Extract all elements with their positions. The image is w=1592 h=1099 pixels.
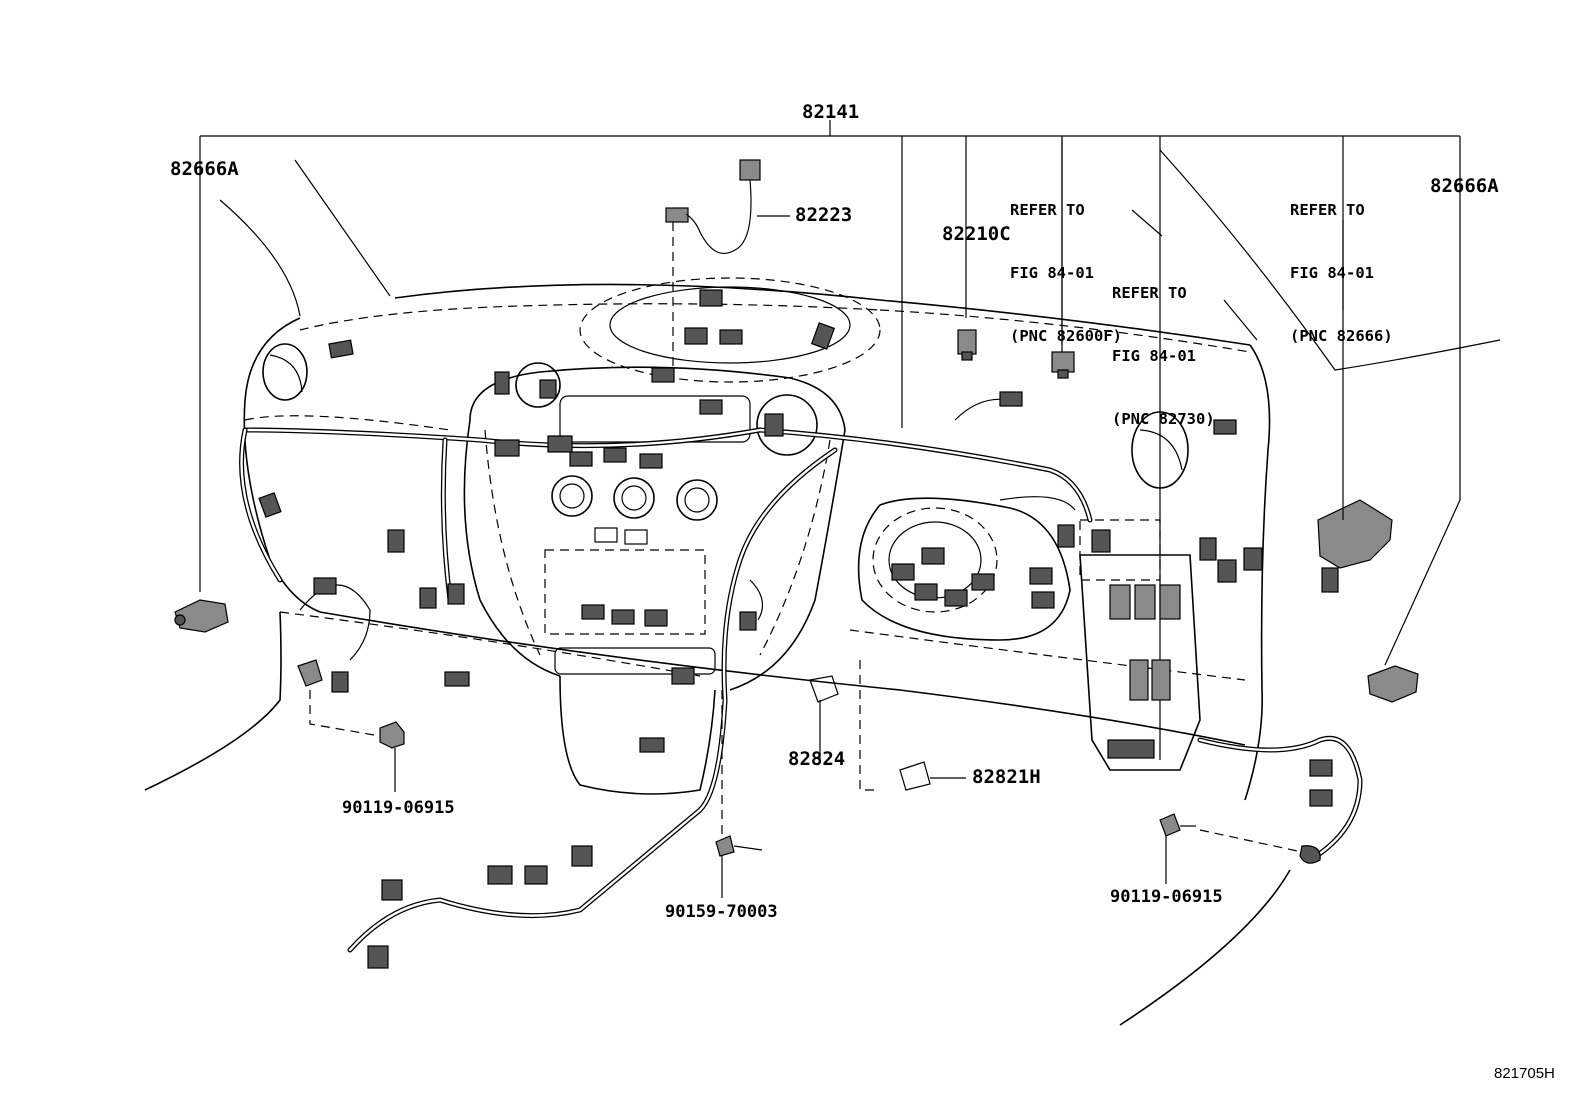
label-82141: 82141 — [802, 101, 860, 123]
part-82210C-socket — [957, 329, 977, 361]
screw-90159 — [715, 690, 763, 898]
junction-block — [1079, 554, 1201, 771]
ref-note-82730-line1: REFER TO — [1112, 284, 1187, 302]
ref-note-82666-line2: FIG 84-01 — [1290, 264, 1374, 282]
label-82223: 82223 — [795, 204, 853, 226]
part-82223-harness — [665, 159, 790, 370]
ref-note-82730-line3: (PNC 82730) — [1112, 410, 1215, 428]
ref-note-82600F: REFER TO FIG 84-01 (PNC 82600F) — [1010, 158, 1122, 368]
part-82666-relay — [1317, 490, 1393, 593]
ref-note-82666-line3: (PNC 82666) — [1290, 327, 1393, 345]
label-90119-06915-right: 90119-06915 — [1110, 887, 1223, 907]
part-82600F-connector — [1051, 351, 1075, 379]
ref-note-82666: REFER TO FIG 84-01 (PNC 82666) — [1290, 158, 1393, 368]
figure-id: 821705H — [1494, 1065, 1555, 1082]
bolt-90119-left — [297, 659, 405, 792]
label-90159-70003: 90159-70003 — [665, 902, 778, 922]
ref-note-82666-line1: REFER TO — [1290, 201, 1365, 219]
main-harness — [239, 398, 1363, 953]
ref-note-82600F-line3: (PNC 82600F) — [1010, 327, 1122, 345]
ref-note-82730: REFER TO FIG 84-01 (PNC 82730) — [1112, 241, 1215, 451]
right-vent — [1131, 411, 1189, 489]
bolt-90119-right — [1159, 813, 1321, 884]
center-console — [463, 362, 846, 795]
label-82666A-right: 82666A — [1430, 175, 1499, 197]
label-82666A-left: 82666A — [170, 158, 239, 180]
dashboard-outline — [144, 149, 1501, 1026]
label-82821H: 82821H — [972, 766, 1041, 788]
ref-note-82600F-line1: REFER TO — [1010, 201, 1085, 219]
meter-hood — [579, 277, 881, 383]
left-vent — [262, 343, 308, 401]
label-82824: 82824 — [788, 748, 846, 770]
ref-note-82600F-line2: FIG 84-01 — [1010, 264, 1094, 282]
label-90119-06915-left: 90119-06915 — [342, 798, 455, 818]
part-82821H-connector — [899, 761, 966, 791]
clamp-82666A-right — [1367, 665, 1419, 703]
harness-connectors — [258, 289, 1333, 969]
reference-leaders — [219, 140, 1344, 360]
ref-note-82730-line2: FIG 84-01 — [1112, 347, 1196, 365]
clamp-82666A-left — [174, 599, 229, 633]
label-82210C: 82210C — [942, 223, 1011, 245]
part-82824-connector — [809, 660, 880, 791]
